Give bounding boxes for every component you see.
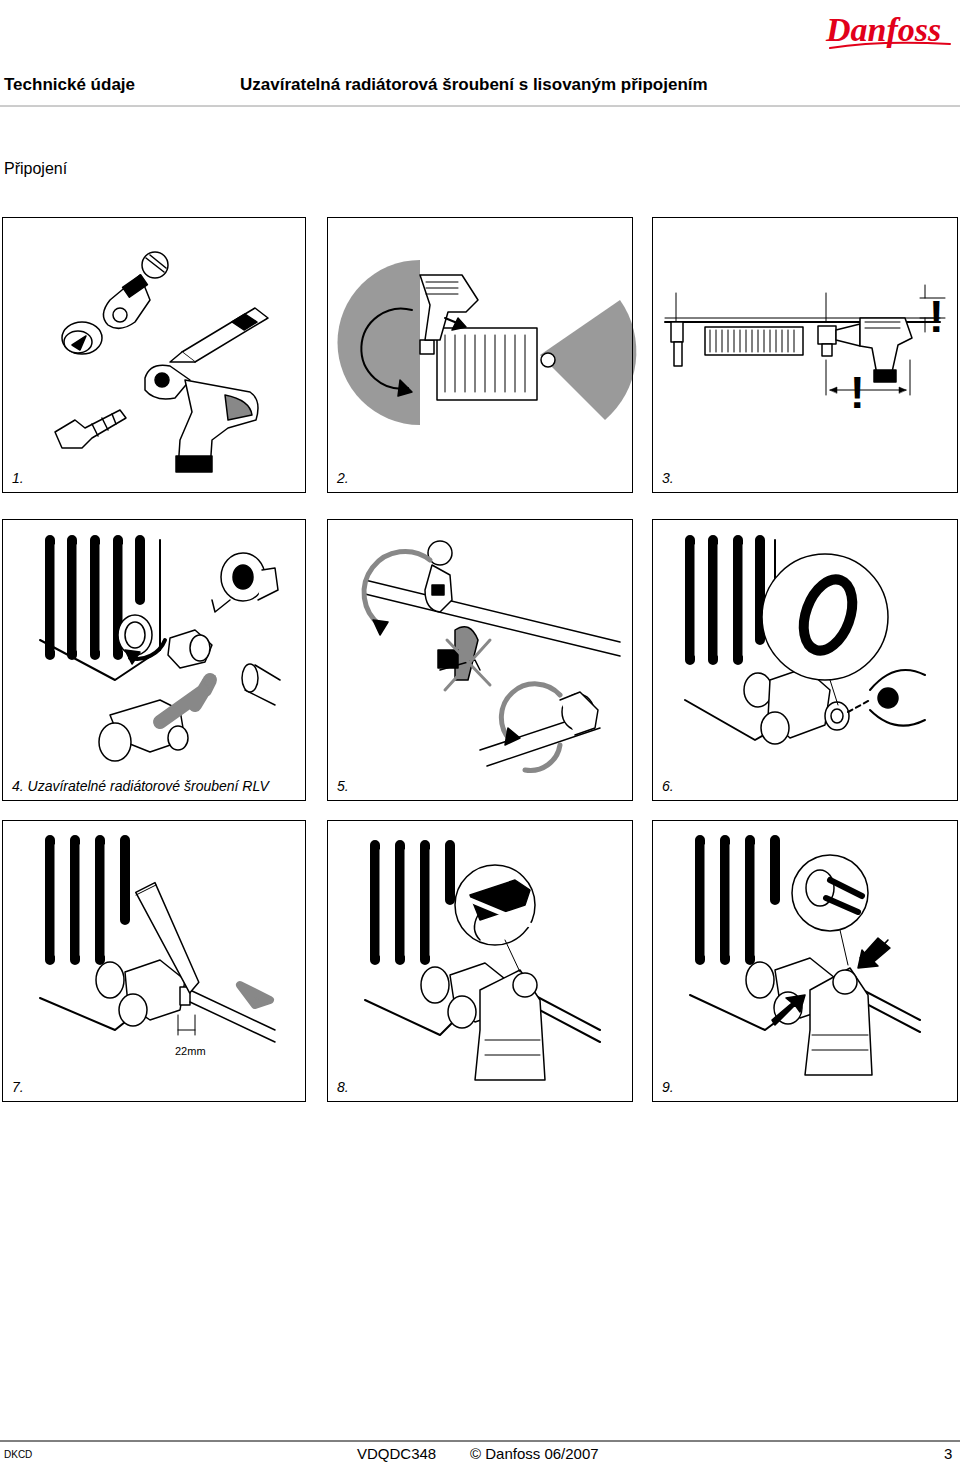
step-panel: 5. <box>327 519 633 801</box>
step-panel: 6. <box>652 519 958 801</box>
step-panel: 7. <box>2 820 306 1102</box>
step-caption: 3. <box>662 470 674 486</box>
section-header: Technické údaje <box>4 75 135 95</box>
step-caption: 8. <box>337 1079 349 1095</box>
step-caption: 9. <box>662 1079 674 1095</box>
copyright: © Danfoss 06/2007 <box>470 1445 599 1462</box>
dimension-label: 22mm <box>175 1045 206 1058</box>
warning-mark: ! <box>850 368 865 419</box>
footer-code: DKCD <box>4 1449 32 1461</box>
section-title: Připojení <box>4 160 67 178</box>
step-caption: 7. <box>12 1079 24 1095</box>
step-panel: 2. <box>327 217 633 493</box>
step-panel: 3. <box>652 217 958 493</box>
step-panel: 8. <box>327 820 633 1102</box>
document-number: VDQDC348 <box>357 1445 436 1462</box>
step-panel: 1. <box>2 217 306 493</box>
step-caption: 1. <box>12 470 24 486</box>
step-caption: 4. Uzavíratelné radiátorové šroubení RLV <box>12 778 269 794</box>
brand-logo: Danfoss <box>826 10 941 49</box>
step-caption: 6. <box>662 778 674 794</box>
page-number: 3 <box>944 1445 952 1462</box>
warning-mark: ! <box>929 292 944 343</box>
document-title: Uzavíratelná radiátorová šroubení s liso… <box>240 75 708 95</box>
step-panel: 4. Uzavíratelné radiátorové šroubení RLV <box>2 519 306 801</box>
step-panel: 9. <box>652 820 958 1102</box>
step-caption: 5. <box>337 778 349 794</box>
step-caption: 2. <box>337 470 349 486</box>
